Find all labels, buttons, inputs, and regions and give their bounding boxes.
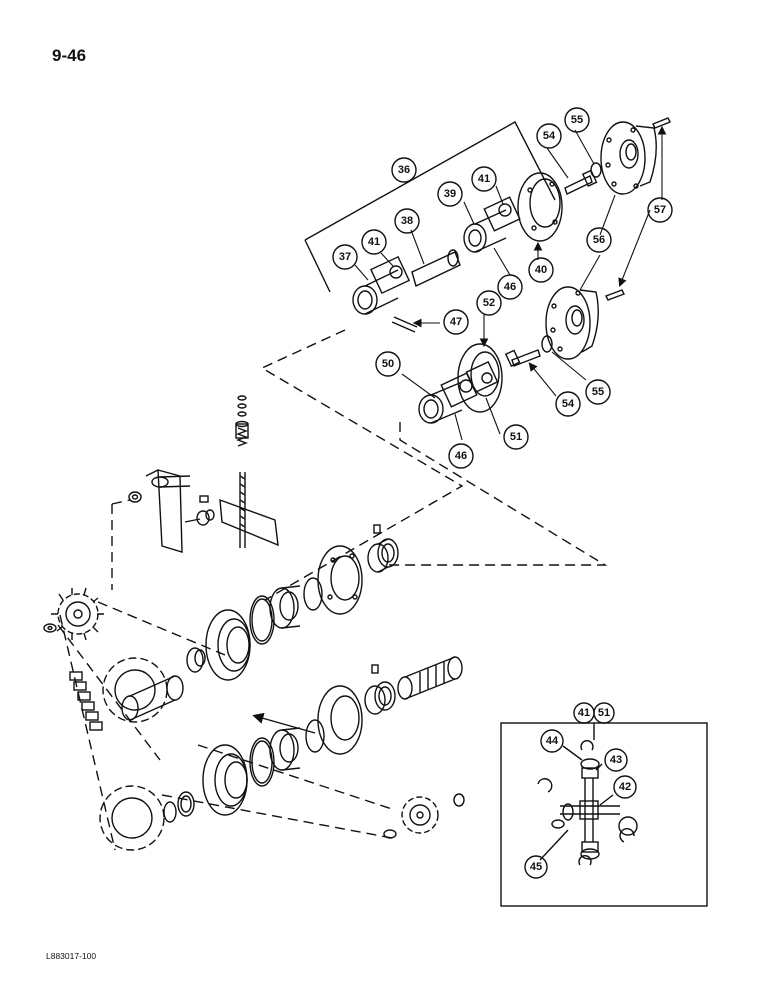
callout-54-lower: 54 <box>562 398 575 410</box>
callout-50: 50 <box>382 358 394 370</box>
detail-header-51: 51 <box>598 707 610 719</box>
assembly-bracket-36 <box>304 121 556 293</box>
callout-46-upper: 46 <box>504 281 516 293</box>
callout-52: 52 <box>483 297 495 309</box>
callout-circles <box>332 107 673 469</box>
callout-55-upper: 55 <box>571 114 583 126</box>
callout-46-lower: 46 <box>455 450 467 462</box>
detail-callout-44: 44 <box>546 735 559 747</box>
callout-37: 37 <box>339 251 351 263</box>
lower-hub-56 <box>545 286 625 360</box>
callout-55-lower: 55 <box>592 386 604 398</box>
upper-bearing-stack <box>186 524 399 681</box>
roller-chain <box>69 671 103 731</box>
detail-box <box>500 702 708 907</box>
callout-38: 38 <box>401 215 413 227</box>
figure-code: L883017-100 <box>46 951 97 961</box>
large-sprocket <box>102 657 184 723</box>
tensioner-assembly <box>128 395 279 553</box>
callout-36: 36 <box>398 164 410 176</box>
callout-56: 56 <box>593 234 605 246</box>
lower-drive-shaft <box>418 335 553 424</box>
direction-arrow <box>252 712 316 734</box>
callout-41-upper-right: 41 <box>478 173 490 185</box>
detail-callout-43: 43 <box>610 754 622 766</box>
callout-labels: 36 37 38 41 39 41 40 46 54 55 56 57 47 5… <box>339 114 666 873</box>
detail-callout-45: 45 <box>530 861 542 873</box>
page-number: 9-46 <box>52 46 87 65</box>
detail-callout-42: 42 <box>619 781 631 793</box>
callout-54-upper: 54 <box>543 130 556 142</box>
lower-bearing-stack <box>99 656 463 851</box>
lower-small-sprocket <box>383 793 465 839</box>
callout-39: 39 <box>444 188 456 200</box>
detail-header-41: 41 <box>578 707 590 719</box>
leader-lines <box>354 125 667 441</box>
upper-drive-shaft <box>352 162 602 333</box>
callout-51: 51 <box>510 431 522 443</box>
callout-41-upper-left: 41 <box>368 236 380 248</box>
upper-hub-56 <box>600 117 671 195</box>
upper-small-sprocket <box>43 587 104 641</box>
callout-57: 57 <box>654 204 666 216</box>
assembly-lines <box>57 329 608 851</box>
callout-40: 40 <box>535 264 547 276</box>
callout-47: 47 <box>450 316 462 328</box>
